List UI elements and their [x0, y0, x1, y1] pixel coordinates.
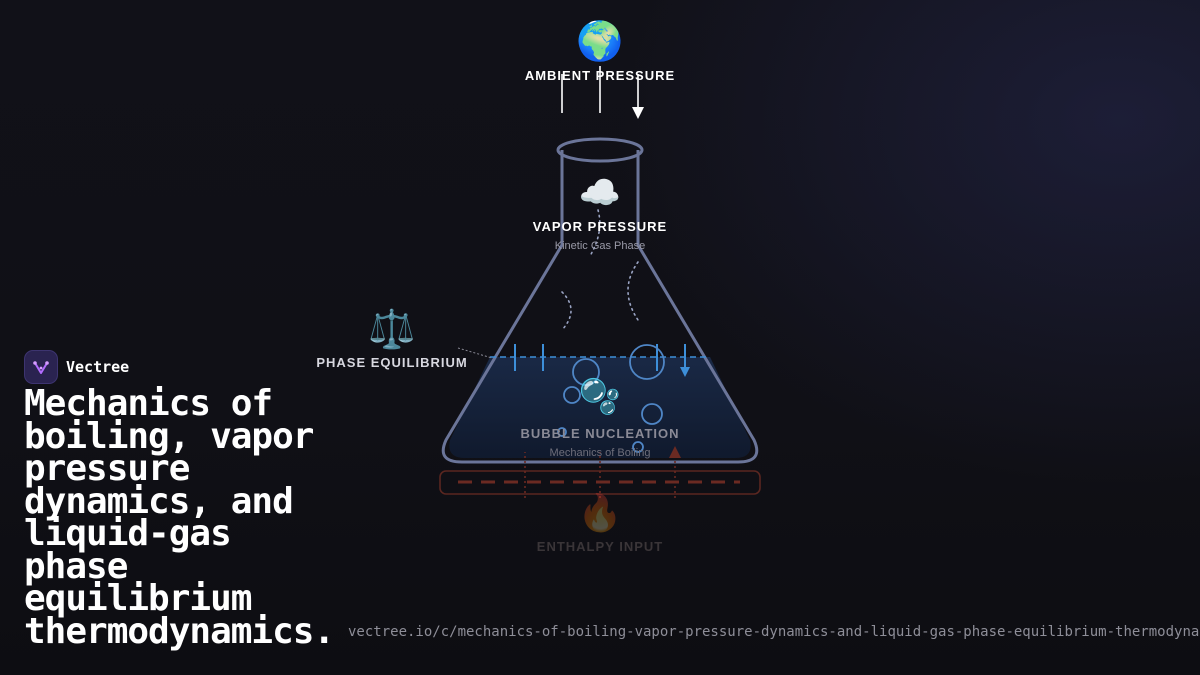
- enthalpy-arrows: [524, 452, 676, 498]
- vapor-pressure-sublabel: Kinetic Gas Phase: [554, 240, 646, 252]
- cloud-icon: ☁️: [578, 173, 622, 213]
- vectree-logo-icon: [24, 350, 58, 384]
- bubbles: [557, 344, 665, 453]
- source-url: vectree.io/c/mechanics-of-boiling-vapor-…: [348, 624, 1200, 640]
- globe-icon: 🌍: [576, 19, 624, 63]
- page-title: Mechanics of boiling, vapor pressure dyn…: [24, 383, 335, 652]
- vapor-wisps: [561, 209, 639, 331]
- bubbles-icon: 🫧: [578, 377, 622, 417]
- enthalpy-input-label: ENTHALPY INPUT: [536, 539, 664, 554]
- ambient-arrowhead: [632, 107, 644, 119]
- bubble: [632, 441, 644, 453]
- balance-scale-icon: ⚖️: [368, 307, 416, 351]
- enthalpy-arrowhead: [669, 446, 681, 458]
- surface-pressure-marks: [514, 344, 686, 371]
- bubble-nucleation-label: BUBBLE NUCLEATION: [520, 426, 680, 441]
- bubble-nucleation-sublabel: Mechanics of Boiling: [549, 447, 651, 459]
- brand: Vectree: [24, 350, 129, 384]
- equilibrium-leader: [457, 347, 493, 359]
- bubble: [572, 358, 600, 386]
- surface-arrowhead: [680, 367, 690, 377]
- bubble: [629, 344, 665, 380]
- ambient-pressure-arrows: [561, 66, 644, 119]
- bubble: [641, 403, 663, 425]
- vapor-pressure-label: VAPOR PRESSURE: [532, 219, 668, 234]
- bubble: [563, 386, 581, 404]
- brand-name: Vectree: [66, 358, 130, 376]
- ambient-pressure-label: AMBIENT PRESSURE: [524, 68, 676, 83]
- bubble: [557, 427, 567, 437]
- flask-rim: [556, 137, 644, 163]
- liquid-body: [449, 357, 751, 458]
- fire-icon: 🔥: [577, 493, 623, 534]
- phase-equilibrium-label: PHASE EQUILIBRIUM: [316, 355, 468, 370]
